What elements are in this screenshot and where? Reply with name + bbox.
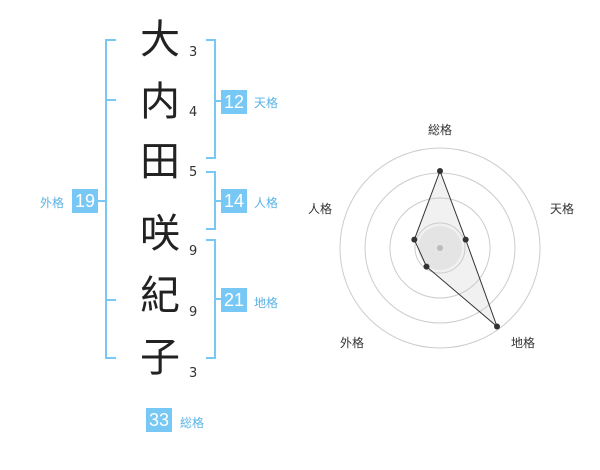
name-char-5: 紀 [140, 273, 180, 319]
name-char-6: 子 [140, 335, 180, 381]
tenkaku-label: 天格 [254, 96, 279, 110]
radar-ring [414, 222, 466, 274]
radar-point-1 [437, 168, 443, 174]
gaikaku-bracket [105, 39, 116, 359]
radar-axis-label-2: 天格 [550, 202, 575, 216]
chikaku-value-badge: 21 [221, 288, 248, 312]
soukaku-value-badge: 33 [146, 408, 173, 432]
soukaku-label: 総格 [180, 416, 205, 430]
radar-axis-label-3: 地格 [511, 336, 536, 350]
radar-series-polygon [413, 169, 499, 329]
jinkaku-label: 人格 [254, 196, 279, 210]
name-char-3: 田 [140, 139, 180, 185]
name-char-2: 内 [140, 79, 180, 125]
stroke-count-6: 3 [189, 366, 198, 381]
jinkaku-value-badge: 14 [221, 189, 248, 213]
stroke-count-4: 9 [189, 244, 198, 259]
radar-center-dot [437, 245, 443, 251]
radar-ring [389, 197, 491, 299]
radar-ring [339, 147, 541, 349]
radar-axis-label-5: 人格 [308, 202, 333, 216]
radar-point-5 [411, 236, 418, 243]
radar-point-3 [494, 323, 501, 330]
stroke-count-5: 9 [189, 305, 198, 320]
chikaku-label: 地格 [254, 296, 279, 310]
radar-axis-label-4: 外格 [340, 336, 365, 350]
radar-point-4 [423, 263, 430, 270]
stroke-count-1: 3 [189, 45, 198, 60]
name-char-1: 大 [140, 17, 180, 63]
stroke-count-2: 4 [189, 105, 198, 120]
tenkaku-bracket [206, 39, 216, 159]
stroke-count-3: 5 [189, 165, 198, 180]
radar-axis-label-1: 総格 [428, 123, 453, 137]
gaikaku-value-badge: 19 [72, 189, 99, 213]
tenkaku-value-badge: 12 [221, 90, 248, 114]
radar-point-2 [462, 236, 469, 243]
gaikaku-label: 外格 [40, 196, 65, 210]
name-char-4: 咲 [140, 211, 180, 257]
